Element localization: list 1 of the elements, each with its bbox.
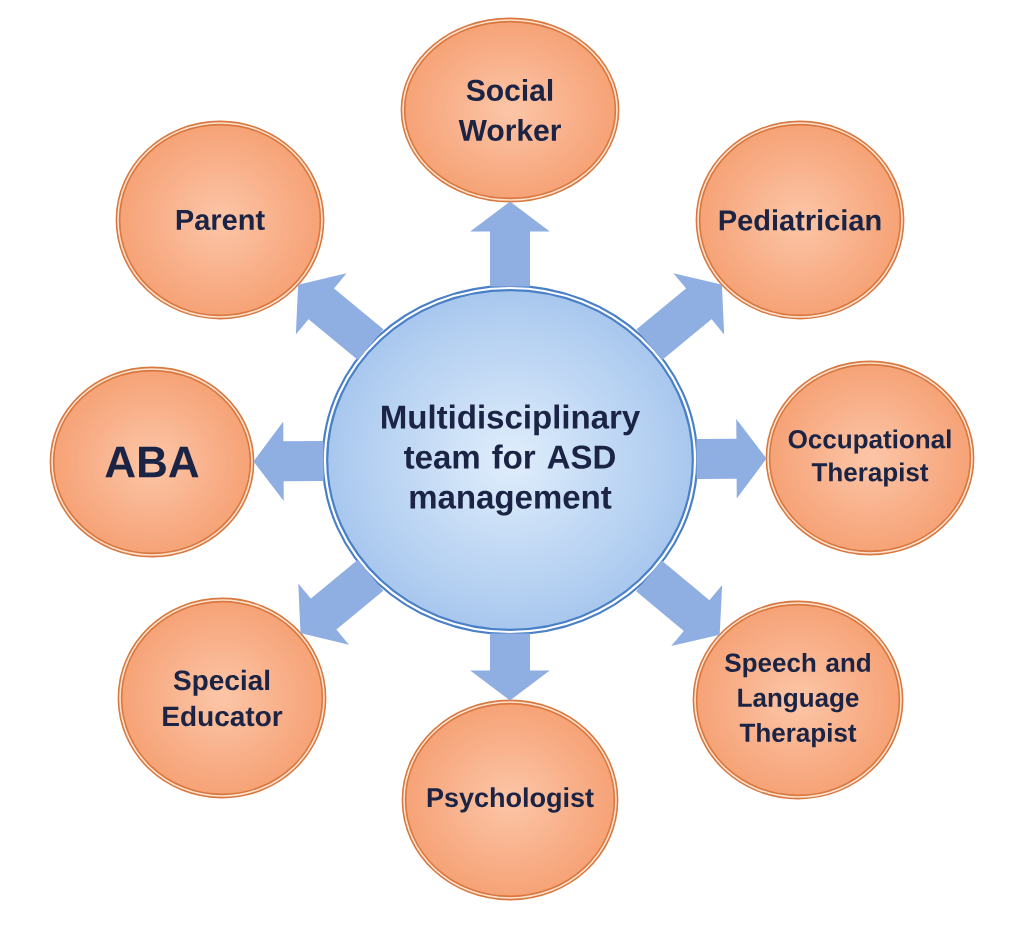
block-arrow: [298, 559, 384, 645]
